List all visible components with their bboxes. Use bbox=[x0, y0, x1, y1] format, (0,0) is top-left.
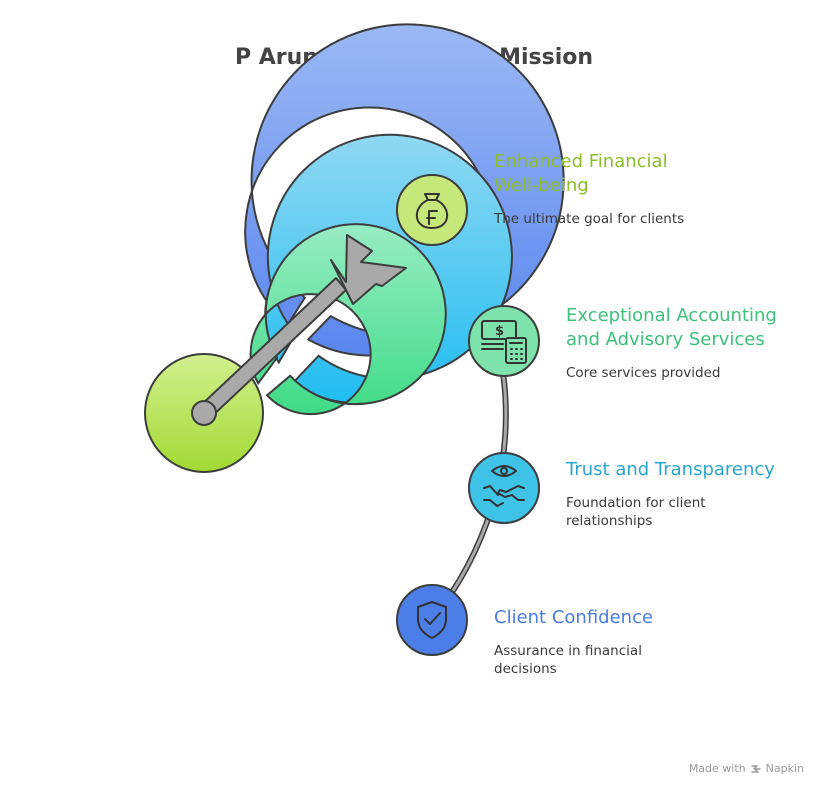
item-circle-2: $ bbox=[468, 305, 540, 377]
item-title-1: Enhanced Financial Well-being bbox=[494, 151, 668, 196]
arrow bbox=[191, 234, 407, 426]
item-title-4: Client Confidence bbox=[494, 607, 654, 628]
footer-made-with: Made with bbox=[688, 762, 746, 775]
footer: Made with Napkin bbox=[689, 762, 804, 775]
cash-calculator-icon: $ bbox=[481, 320, 527, 364]
svg-text:$: $ bbox=[495, 324, 504, 339]
item-circle-4 bbox=[396, 584, 468, 656]
item-title-2: Exceptional Accounting and Advisory Serv… bbox=[566, 305, 777, 350]
arrow-tip bbox=[191, 400, 217, 426]
item-desc-1: The ultimate goal for clients bbox=[494, 211, 685, 227]
footer-brand: Napkin bbox=[765, 762, 804, 775]
handshake-eye-icon bbox=[483, 465, 525, 507]
item-desc-2: Core services provided bbox=[566, 365, 721, 381]
money-bag-icon bbox=[415, 193, 449, 229]
item-circle-1 bbox=[396, 174, 468, 246]
item-title-3: Trust and Transparency bbox=[566, 459, 775, 480]
item-desc-4: Assurance in financial decisions bbox=[494, 643, 642, 677]
shield-check-icon bbox=[417, 601, 447, 639]
target-ring-outer bbox=[244, 23, 565, 357]
item-circle-3 bbox=[468, 452, 540, 524]
napkin-logo-icon bbox=[750, 764, 761, 773]
arrow-fletching bbox=[330, 234, 407, 305]
item-desc-3: Foundation for client relationships bbox=[566, 495, 706, 529]
